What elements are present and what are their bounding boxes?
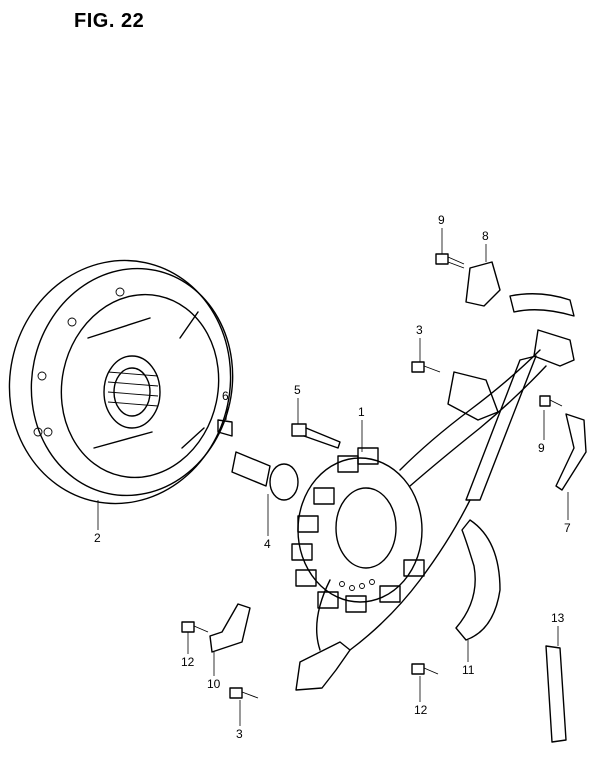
connector bbox=[447, 293, 575, 421]
rotor-flywheel bbox=[8, 259, 234, 505]
stator bbox=[291, 349, 547, 651]
clamp-part-8 bbox=[465, 261, 501, 307]
callout-10: 10 bbox=[207, 677, 221, 691]
callout-6: 6 bbox=[222, 389, 229, 403]
bolt-part-4 bbox=[231, 451, 299, 501]
lead-bracket bbox=[295, 355, 537, 691]
callout-12-left: 12 bbox=[181, 655, 195, 669]
clamp-part-10 bbox=[209, 603, 251, 653]
key-part-6 bbox=[217, 419, 233, 437]
callout-9-top: 9 bbox=[438, 213, 445, 227]
callout-1: 1 bbox=[358, 405, 365, 419]
callout-9-right: 9 bbox=[538, 441, 545, 455]
callout-12-bottom: 12 bbox=[414, 703, 428, 717]
cover-plate-part-7 bbox=[555, 413, 587, 491]
callout-13: 13 bbox=[551, 611, 565, 625]
callout-4: 4 bbox=[264, 537, 271, 551]
figure-title: FIG. 22 bbox=[74, 10, 145, 32]
callout-3-top: 3 bbox=[416, 323, 423, 337]
screw-part-9 bbox=[435, 253, 563, 407]
callout-numbers: 1 2 3 3 4 5 6 7 8 9 9 10 11 12 12 13 bbox=[94, 213, 571, 741]
strap-part-13 bbox=[545, 645, 567, 743]
screw-part-3 bbox=[229, 361, 441, 699]
callout-8: 8 bbox=[482, 229, 489, 243]
callout-5: 5 bbox=[294, 383, 301, 397]
callout-7: 7 bbox=[564, 521, 571, 535]
cover-part-11 bbox=[455, 519, 501, 641]
callout-2: 2 bbox=[94, 531, 101, 545]
leader-lines bbox=[97, 228, 569, 726]
callout-11: 11 bbox=[462, 663, 475, 677]
bolt-part-5 bbox=[291, 423, 341, 449]
callout-3-bottom: 3 bbox=[236, 727, 243, 741]
screw-part-12 bbox=[181, 621, 439, 675]
